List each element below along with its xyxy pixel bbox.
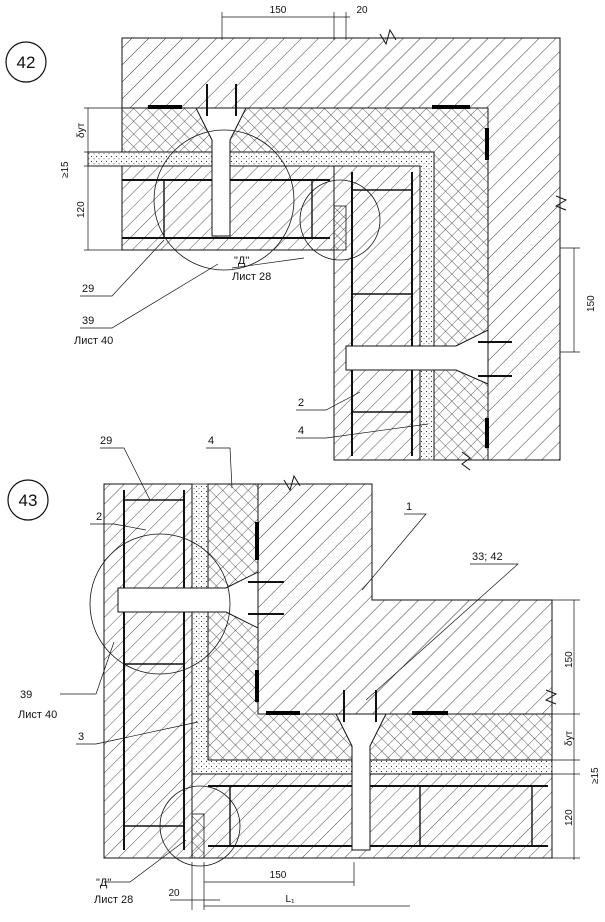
detail-43-concrete-wall [257, 483, 553, 715]
detail-42-dim-min15: ≥15 [60, 161, 71, 178]
detail-42-callout-4: 4 [298, 425, 304, 437]
detail-43-callout-4: 4 [208, 435, 214, 447]
detail-43-callout-39-circle [89, 533, 231, 675]
detail-42-callout-29: 29 [82, 283, 94, 295]
detail-43-callout-39: 39 [20, 689, 32, 701]
detail-42-callout-d: "Д" [234, 255, 249, 267]
detail-42-adhesive-strips [148, 105, 489, 448]
detail-42-facing-vertical [333, 165, 421, 461]
detail-42-break-top [379, 28, 397, 46]
detail-43-dimension-lines [170, 599, 580, 910]
detail-43-dim-120: 120 [564, 809, 575, 826]
detail-43-dim-20-bottom: 20 [168, 888, 180, 899]
detail-42-mesh-vertical [351, 172, 413, 456]
detail-42-dim-20-top: 20 [356, 5, 368, 16]
detail-43-break-top [283, 474, 301, 492]
detail-42-callout-39-circle [153, 129, 295, 271]
detail-42-dim-150-top: 150 [270, 5, 287, 16]
detail-42-dim-150-side: 150 [586, 295, 597, 312]
detail-43-dim-150-side: 150 [564, 651, 575, 668]
detail-42-leader-lines [80, 239, 429, 439]
detail-43-adhesive-strips [255, 522, 448, 715]
detail-42: 42 [5, 5, 597, 471]
detail-43-anchor-side [117, 571, 284, 629]
detail-43-callout-d-sheet: Лист 28 [94, 894, 133, 906]
detail-42-callout-39: 39 [82, 315, 94, 327]
detail-43-facing-vertical [103, 483, 193, 859]
detail-43-dim-l1: L₁ [286, 894, 296, 905]
detail-43-callout-39-sheet: Лист 40 [18, 709, 57, 721]
detail-42-callout-d-sheet: Лист 28 [232, 271, 271, 283]
detail-43-callout-d: "Д" [96, 877, 111, 889]
detail-43-dim-dut: δут [564, 730, 575, 746]
detail-42-number-circle [5, 41, 47, 83]
detail-43: 43 [7, 435, 601, 910]
detail-43-callout-1: 1 [406, 501, 412, 513]
detail-43-joint [191, 813, 205, 859]
detail-43-callout-33-42: 33; 42 [472, 551, 503, 563]
detail-42-anchor-side [345, 329, 512, 385]
detail-43-facing-horizontal [191, 773, 553, 859]
detail-43-callout-2: 2 [96, 511, 102, 523]
detail-43-leader-lines [60, 447, 519, 883]
detail-43-anchor-bottom [335, 690, 387, 851]
detail-42-callout-d-circle [299, 179, 381, 261]
detail-42-dimension-lines [84, 12, 580, 353]
detail-43-mesh-horizontal [208, 785, 548, 847]
detail-43-callout-29: 29 [100, 435, 112, 447]
detail-43-callout-3: 3 [78, 731, 84, 743]
detail-42-anchor-top [195, 84, 247, 237]
detail-43-dim-min15: ≥15 [590, 767, 601, 784]
detail-42-number: 42 [17, 53, 36, 72]
detail-42-joint [333, 205, 347, 251]
detail-42-callout-2: 2 [298, 397, 304, 409]
detail-43-break-side [544, 689, 558, 705]
detail-42-break-right [554, 195, 568, 211]
detail-43-number: 43 [19, 491, 38, 510]
detail-42-callout-39-sheet: Лист 40 [74, 335, 113, 347]
detail-42-dim-120: 120 [76, 201, 87, 218]
detail-43-callout-d-circle [159, 785, 241, 867]
detail-43-number-circle [7, 479, 49, 521]
detail-43-dim-150-bottom: 150 [270, 870, 287, 881]
detail-42-dim-dut: δут [76, 122, 87, 138]
